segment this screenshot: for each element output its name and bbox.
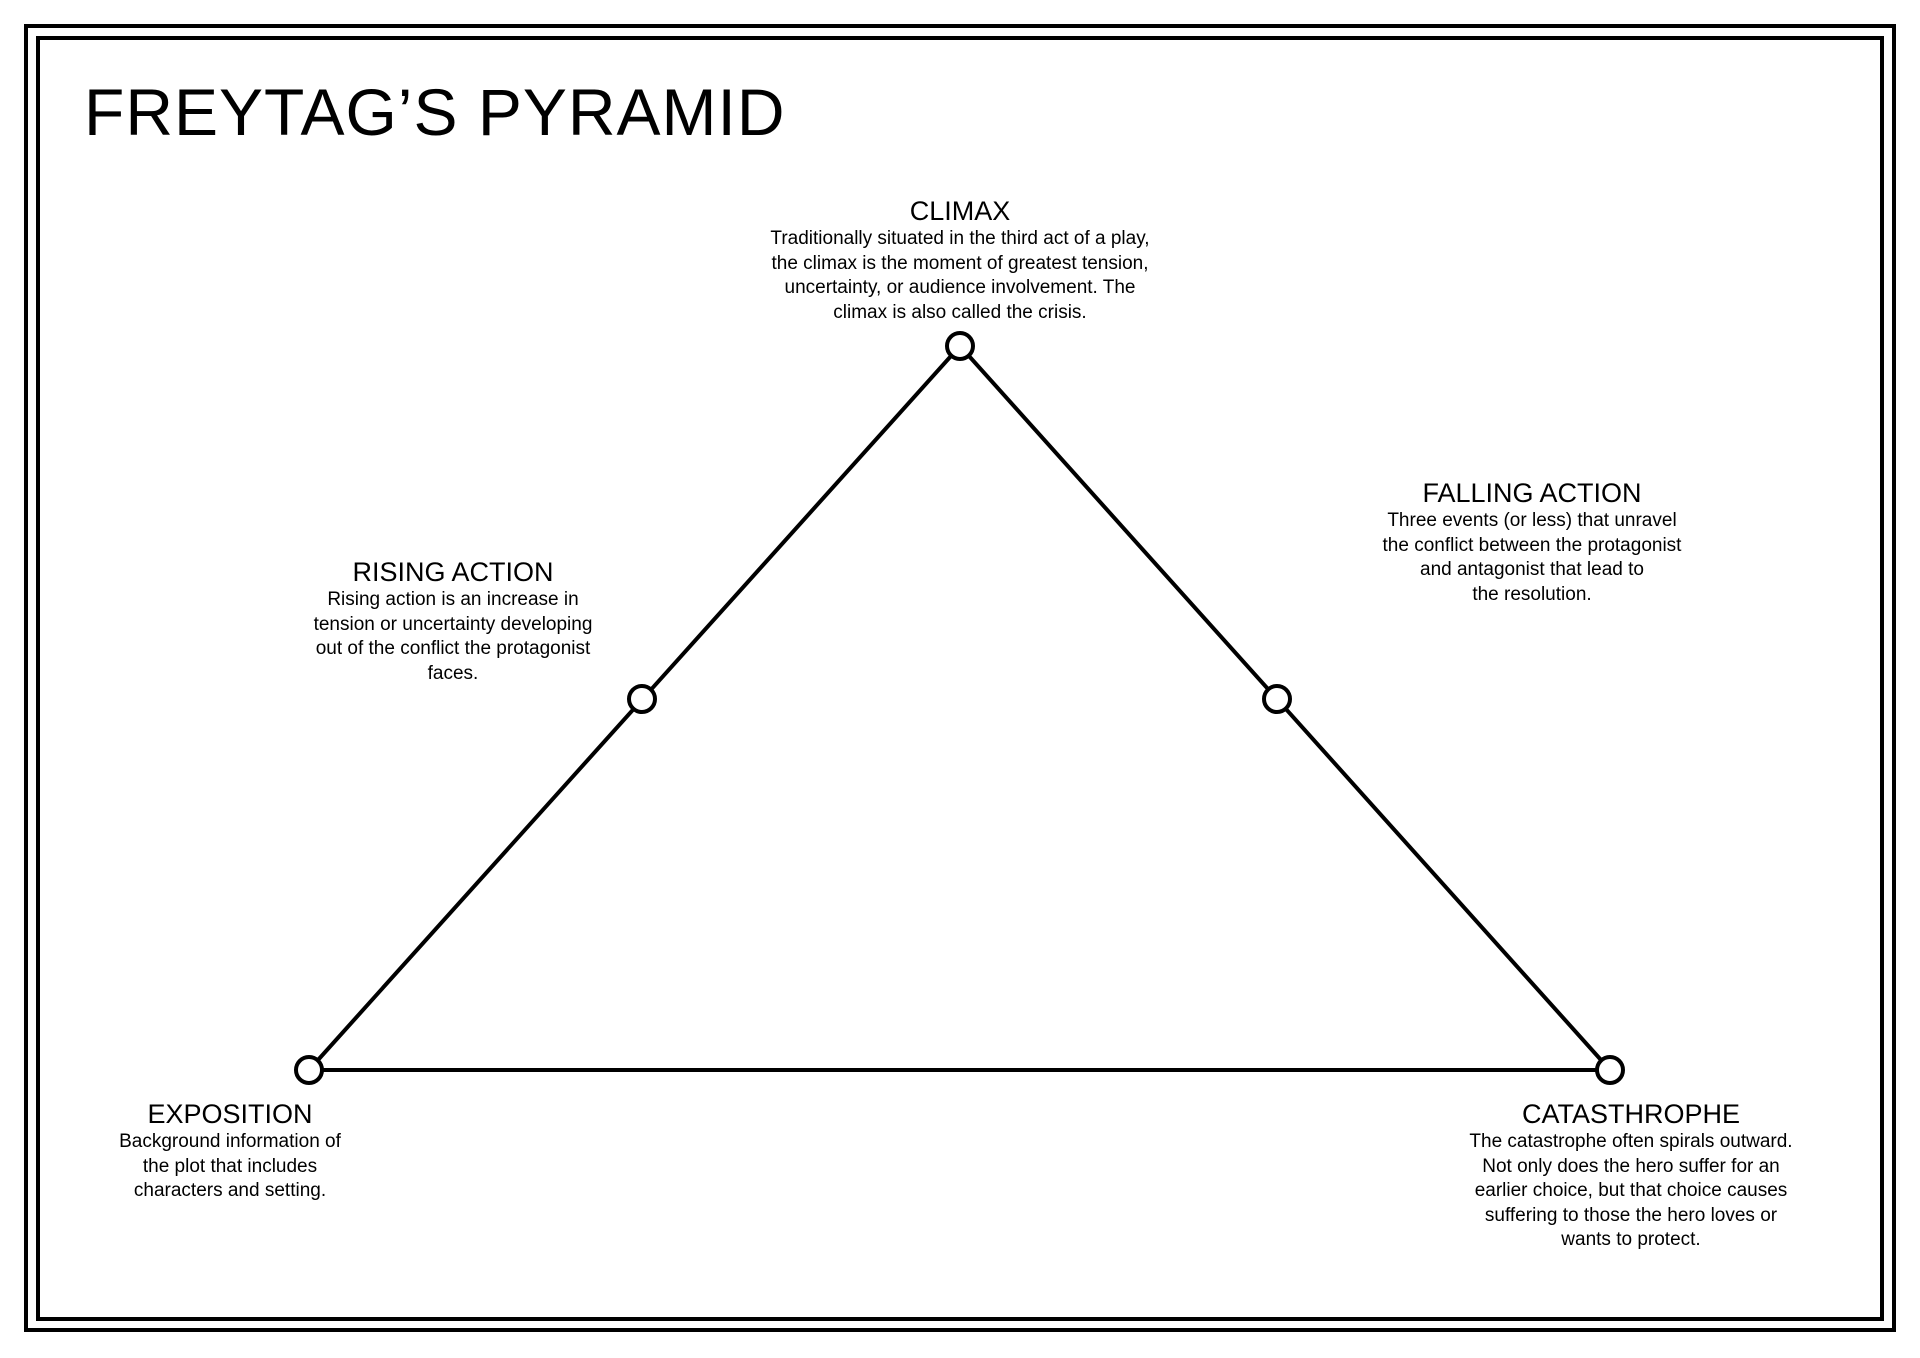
- node-falling-action: [1262, 684, 1292, 714]
- climax-heading: CLIMAX: [909, 196, 1011, 226]
- outer-border: [24, 24, 1896, 1332]
- rising-description-line: faces.: [427, 662, 479, 684]
- climax-description-line: uncertainty, or audience involvement. Th…: [784, 277, 1136, 298]
- page-title: FREYTAG’S PYRAMID: [84, 75, 786, 149]
- exposition-description-line: characters and setting.: [133, 1180, 327, 1201]
- rising-description-line: out of the conflict the protagonist: [315, 638, 591, 659]
- inner-border: [36, 36, 1884, 1321]
- climax-description-line: Traditionally situated in the third act …: [770, 228, 1150, 249]
- falling-description-line: and antagonist that lead to: [1420, 559, 1644, 580]
- catastrophe-heading: CATASTHROPHE: [1521, 1099, 1741, 1129]
- catastrophe-description-line: earlier choice, but that choice causes: [1474, 1180, 1788, 1201]
- climax-description-line: climax is also called the crisis.: [833, 301, 1087, 323]
- node-exposition: [294, 1055, 324, 1085]
- rising-description-line: Rising action is an increase in: [327, 589, 579, 610]
- rising-heading: RISING ACTION: [352, 557, 554, 587]
- node-catastrophe: [1595, 1055, 1625, 1085]
- falling-description-line: the resolution.: [1472, 583, 1592, 605]
- exposition-description-line: the plot that includes: [142, 1155, 318, 1177]
- node-rising-action: [627, 684, 657, 714]
- node-climax: [945, 331, 975, 361]
- rising-description-line: tension or uncertainty developing: [313, 613, 593, 635]
- catastrophe-description-line: suffering to those the hero loves or: [1484, 1204, 1778, 1226]
- catastrophe-description-line: The catastrophe often spirals outward.: [1469, 1131, 1793, 1152]
- falling-description-line: the conflict between the protagonist: [1382, 534, 1682, 556]
- catastrophe-description-line: Not only does the hero suffer for an: [1482, 1155, 1780, 1177]
- falling-heading: FALLING ACTION: [1422, 478, 1642, 508]
- climax-description-line: the climax is the moment of greatest ten…: [771, 252, 1149, 274]
- exposition-heading: EXPOSITION: [147, 1099, 313, 1129]
- pyramid-triangle: [307, 344, 1612, 1072]
- exposition-description-line: Background information of: [119, 1131, 341, 1152]
- falling-description-line: Three events (or less) that unravel: [1387, 510, 1677, 531]
- catastrophe-description-line: wants to protect.: [1561, 1229, 1701, 1250]
